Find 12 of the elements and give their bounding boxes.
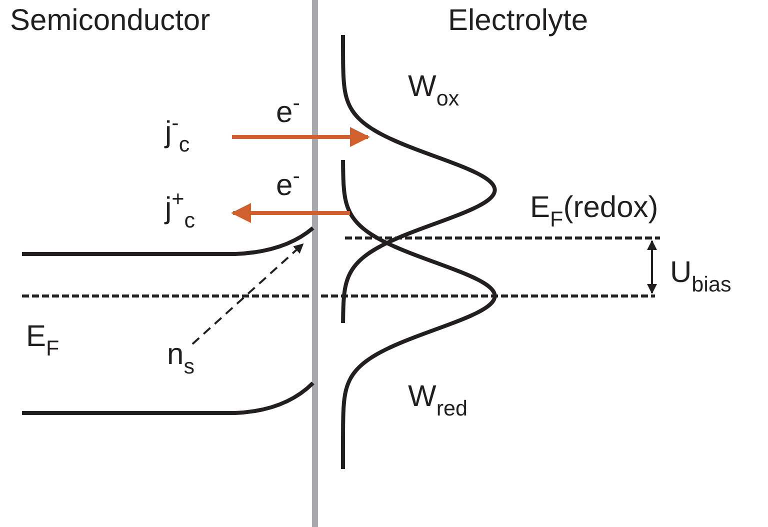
symbol-label: e$^{-}$ [276, 165, 300, 201]
heading: Semiconductor [10, 6, 210, 36]
leader-line [192, 243, 304, 345]
conduction-band-edge [22, 226, 314, 256]
symbol-label: W$_{ox}$ [408, 72, 460, 110]
heading: Electrolyte [448, 6, 588, 36]
symbol-label: U$_{bias}$ [670, 258, 732, 296]
symbol-label: e$^{-}$ [276, 92, 300, 128]
label-text: n$_{s}$ [167, 340, 194, 378]
symbol-label: E$_{F}$ [26, 322, 60, 360]
symbol-label: W$_{red}$ [408, 382, 468, 420]
symbol-label: E$_{F}$(redox) [530, 193, 658, 230]
